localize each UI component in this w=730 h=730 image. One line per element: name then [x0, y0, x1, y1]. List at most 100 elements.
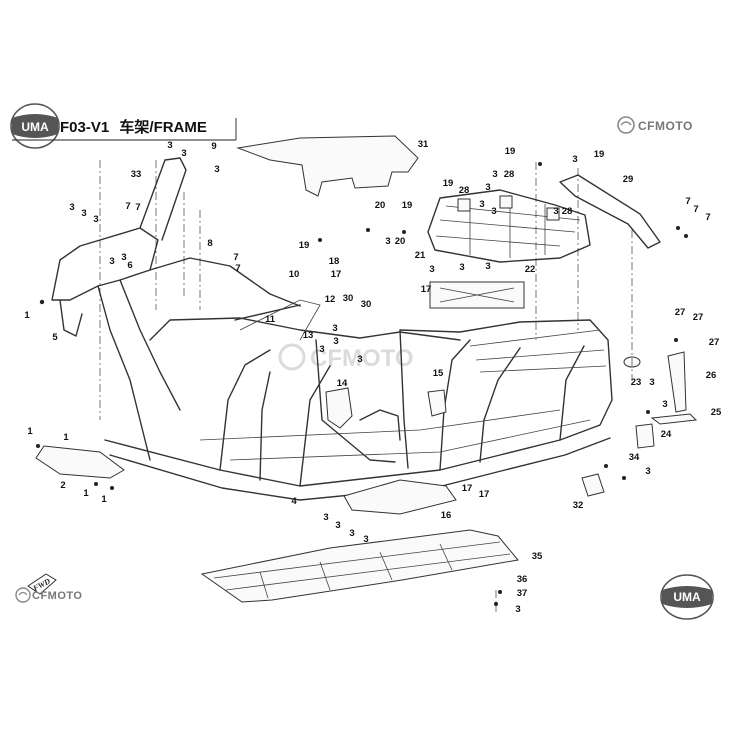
callout-c10: 10: [289, 269, 300, 280]
callout-number: 1: [101, 494, 107, 505]
callout-number: 3: [491, 206, 496, 217]
diagram-title-en: FRAME: [154, 119, 207, 136]
callout-number: 6: [127, 260, 132, 271]
uma-footer-text: UMA: [673, 590, 701, 604]
callout-c1-e: 1: [101, 494, 107, 505]
callout-number: 3: [319, 344, 324, 355]
callout-number: 3: [479, 199, 484, 210]
callout-number: 7: [135, 202, 140, 213]
callout-number: 1: [27, 426, 33, 437]
callout-number: 3: [363, 534, 368, 545]
callout-c3-aa: 3: [335, 520, 340, 531]
callout-number: 7: [693, 204, 698, 215]
callout-c33: 33: [131, 169, 142, 180]
callout-number: 27: [709, 337, 720, 348]
callout-number: 13: [303, 330, 314, 341]
callout-c17-b: 17: [421, 284, 432, 295]
callout-number: 3: [649, 377, 654, 388]
callout-c19-c: 19: [505, 146, 516, 157]
callout-c3-r: 3: [491, 206, 496, 217]
callout-number: 1: [63, 432, 69, 443]
callout-c27-c: 27: [709, 337, 720, 348]
callout-c8: 8: [207, 238, 212, 249]
callout-number: 3: [81, 208, 86, 219]
callout-number: 28: [504, 169, 515, 180]
callout-number: 16: [441, 510, 452, 521]
callout-c1-b: 1: [27, 426, 33, 437]
callout-c19-e: 19: [443, 178, 454, 189]
footrest-2: [35, 445, 125, 479]
callout-c30-b: 30: [361, 299, 372, 310]
front-frame: [51, 157, 301, 461]
diagram-title-cn: 车架: [119, 118, 149, 136]
callout-number: 8: [207, 238, 212, 249]
callout-c18: 18: [329, 256, 340, 267]
callout-number: 31: [418, 139, 429, 150]
callout-number: 2: [60, 480, 65, 491]
callout-c3-i: 3: [385, 236, 390, 247]
callout-number: 3: [121, 252, 126, 263]
callout-number: 19: [594, 149, 605, 160]
footwell-plate-16: [343, 479, 457, 515]
callout-c3-ab: 3: [349, 528, 354, 539]
callout-number: 22: [525, 264, 536, 275]
callout-number: 3: [662, 399, 667, 410]
callout-number: 17: [421, 284, 432, 295]
callout-c19-b: 19: [299, 240, 310, 251]
watermark: CFMOTO: [278, 343, 414, 372]
callout-c3-l: 3: [319, 344, 324, 355]
rear-mounts: [581, 351, 698, 497]
callout-number: 33: [131, 169, 142, 180]
callout-number: 19: [443, 178, 454, 189]
callout-number: 5: [52, 332, 58, 343]
callout-c3-p: 3: [485, 182, 490, 193]
cfmoto-footer-text: CFMOTO: [32, 590, 82, 602]
callout-number: 3: [515, 604, 520, 615]
callout-number: 3: [553, 206, 558, 217]
callout-c22: 22: [525, 264, 536, 275]
callout-number: 18: [329, 256, 340, 267]
callout-c34: 34: [629, 452, 640, 463]
callout-number: 1: [24, 310, 30, 321]
callout-c20-a: 20: [375, 200, 386, 211]
callout-c3-z: 3: [323, 512, 328, 523]
callout-c7-e: 7: [685, 196, 690, 207]
diagram-code: F03-V1: [60, 119, 109, 136]
callout-number: 17: [462, 483, 473, 494]
callout-number: 15: [433, 368, 444, 379]
callout-c4: 4: [291, 496, 297, 507]
callout-c7-b: 7: [135, 202, 140, 213]
callout-number: 35: [532, 551, 543, 562]
callout-number: 7: [233, 252, 238, 263]
callout-number: 3: [572, 154, 577, 165]
cfmoto-logo-header: CFMOTO: [617, 116, 693, 134]
callout-number: 37: [517, 588, 528, 599]
callout-number: 3: [109, 256, 114, 267]
callout-c14: 14: [337, 378, 348, 389]
callout-number: 3: [459, 262, 464, 273]
callout-number: 19: [505, 146, 516, 157]
callout-c15: 15: [433, 368, 444, 379]
callout-number: 11: [265, 314, 276, 325]
callout-c32: 32: [573, 500, 584, 511]
bracket-15: [427, 389, 447, 417]
callout-c3-e: 3: [81, 208, 86, 219]
callout-c23: 23: [631, 377, 642, 388]
callout-c7-g: 7: [705, 212, 710, 223]
callout-c3-n: 3: [572, 154, 577, 165]
callout-c3-q: 3: [479, 199, 484, 210]
callout-c2: 2: [60, 480, 65, 491]
callout-number: 19: [299, 240, 310, 251]
callout-number: 28: [562, 206, 573, 217]
callout-number: 21: [415, 250, 426, 261]
bracket-14: [325, 387, 353, 429]
callout-c36: 36: [517, 574, 528, 585]
cfmoto-logo-text: CFMOTO: [638, 119, 693, 133]
diagram-title: F03-V1 车架/FRAME: [60, 118, 207, 136]
callout-c1-d: 1: [83, 488, 89, 499]
callout-number: 19: [402, 200, 413, 211]
callout-c3-x: 3: [662, 399, 667, 410]
callout-c3-k: 3: [333, 336, 338, 347]
uma-logo-header: UMA: [10, 103, 60, 149]
callout-c28-a: 28: [459, 185, 470, 196]
